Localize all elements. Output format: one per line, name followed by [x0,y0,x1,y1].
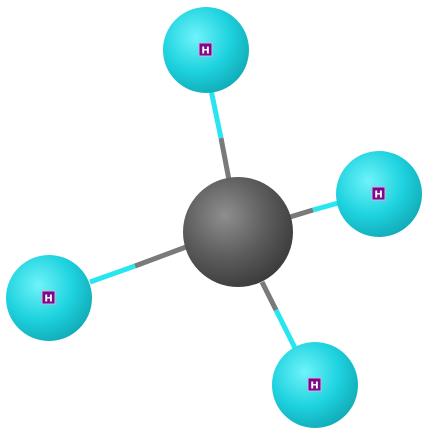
bond-c-h-bottom-carbon-half [259,280,279,312]
atom-label: H [201,46,209,57]
atom-label-badge [41,290,56,305]
bond-c-h-right-carbon-half [289,207,314,220]
bond-c-h-top-carbon-half [218,137,232,181]
hydrogen-atom-left[interactable]: H [6,255,92,341]
atom-label-badge [371,186,386,201]
atom-label: H [374,190,382,201]
bond-c-h-top-hydrogen-half [208,89,224,139]
atom-label-badge [307,377,322,392]
atom-label: H [44,294,52,305]
atom-label: H [310,381,318,392]
bond-c-h-left-carbon-half [134,244,187,269]
hydrogen-atom-right[interactable]: H [336,151,422,237]
hydrogen-atom-bottom[interactable]: H [272,342,358,428]
hydrogen-atom-top[interactable]: H [163,7,249,93]
bonds [89,89,343,352]
carbon-atom-center[interactable] [183,177,293,287]
bond-c-h-left-hydrogen-half [89,263,136,285]
bond-c-h-bottom-hydrogen-half [273,308,299,352]
atom-label-badge [198,42,213,57]
